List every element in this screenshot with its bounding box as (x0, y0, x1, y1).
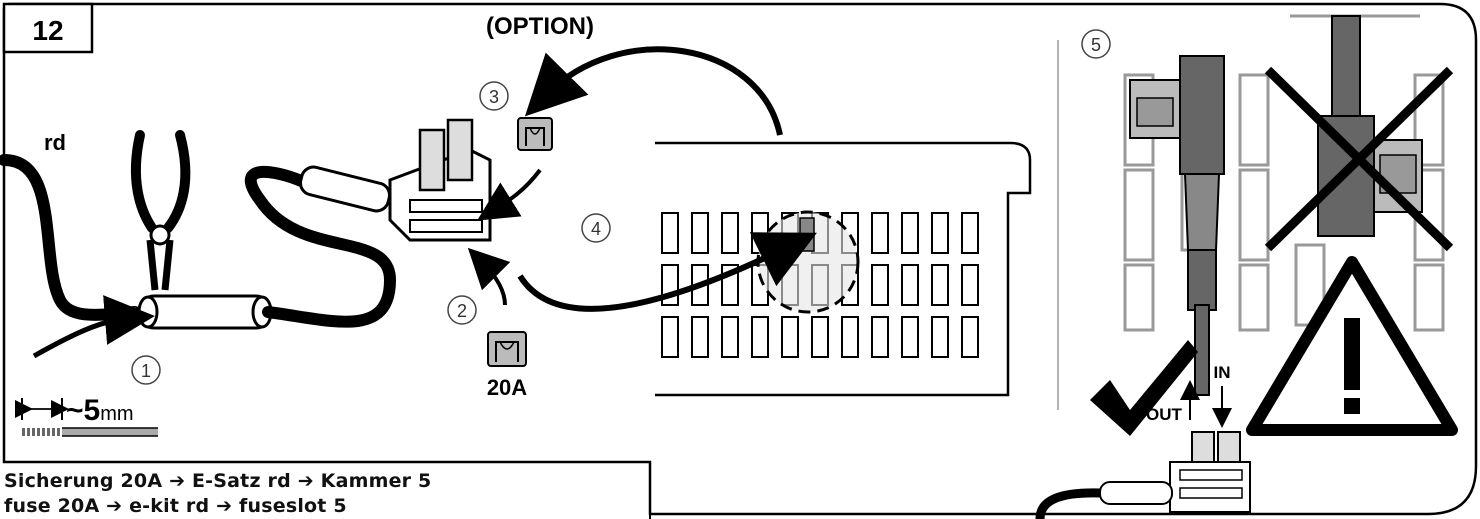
option-arrow (524, 46, 783, 136)
fuse-slot (661, 212, 679, 254)
fuse-slot (901, 212, 919, 254)
red-wire (0, 154, 141, 321)
fuse-slot (781, 316, 799, 358)
fuse-rating-label: 20A (487, 375, 527, 400)
fuse-slot (931, 316, 949, 358)
arrow-to-slot (517, 232, 817, 312)
step-marker-3: 3 (479, 81, 509, 111)
fuse-20a-icon (487, 331, 527, 367)
fuse-slot (961, 316, 979, 358)
fuse-slot (871, 264, 889, 306)
fuse-slot (901, 316, 919, 358)
fuse-box (655, 141, 1032, 397)
pliers-icon (130, 130, 191, 291)
out-label: OUT (1146, 405, 1183, 424)
fuse-slot (721, 212, 739, 254)
in-label: IN (1214, 363, 1231, 382)
fuse-slot (871, 316, 889, 358)
fuse-slot (721, 316, 739, 358)
fuse-slot (841, 316, 859, 358)
arrow-fuse2-to-tap (467, 247, 511, 306)
checkmark-icon (1090, 340, 1198, 436)
correct-tap-installation (1129, 55, 1225, 396)
option-label: (OPTION) (486, 13, 594, 40)
step-number-box (2, 2, 94, 54)
strip-length-indicator: ~5mm (15, 394, 158, 437)
caption-box (4, 461, 651, 519)
fuse-icon (517, 117, 553, 151)
target-slot (799, 217, 815, 252)
step-marker-1: 1 (131, 355, 161, 385)
fuse-slot (871, 212, 889, 254)
svg-text:2: 2 (457, 301, 467, 321)
fuse-slot (691, 316, 709, 358)
butt-connector (137, 294, 273, 330)
caption-english: fuse 20A ➔ e-kit rd ➔ fuseslot 5 (4, 495, 347, 517)
svg-text:~5mm: ~5mm (66, 394, 134, 427)
fuse-tap-icon (298, 118, 492, 242)
small-fuse-tap (1035, 431, 1251, 519)
svg-text:5: 5 (1091, 35, 1101, 55)
fuse-slot (961, 212, 979, 254)
step-marker-5: 5 (1081, 29, 1111, 59)
fuse-slot (811, 316, 829, 358)
fuse-slot (961, 264, 979, 306)
fuse-slot (691, 212, 709, 254)
caption-german: Sicherung 20A ➔ E-Satz rd ➔ Kammer 5 (4, 470, 432, 492)
warning-triangle-icon (1246, 256, 1458, 436)
svg-text:3: 3 (489, 87, 499, 107)
fuse-slot (931, 212, 949, 254)
arrow-to-connector (32, 295, 155, 359)
fuse-slot (931, 264, 949, 306)
fuse-slot (901, 264, 919, 306)
step-number: 12 (32, 15, 63, 46)
arrow-fuse3-to-tap (477, 168, 542, 221)
cross-out-icon (1264, 66, 1454, 252)
svg-text:1: 1 (141, 361, 151, 381)
step-marker-2: 2 (447, 295, 477, 325)
wire-color-label: rd (44, 130, 66, 155)
loop-wire (244, 165, 397, 328)
step-marker-4: 4 (581, 213, 611, 243)
detail-slots (1123, 14, 1445, 332)
fuse-slot (751, 316, 769, 358)
svg-text:4: 4 (591, 219, 601, 239)
fuse-slot (661, 316, 679, 358)
